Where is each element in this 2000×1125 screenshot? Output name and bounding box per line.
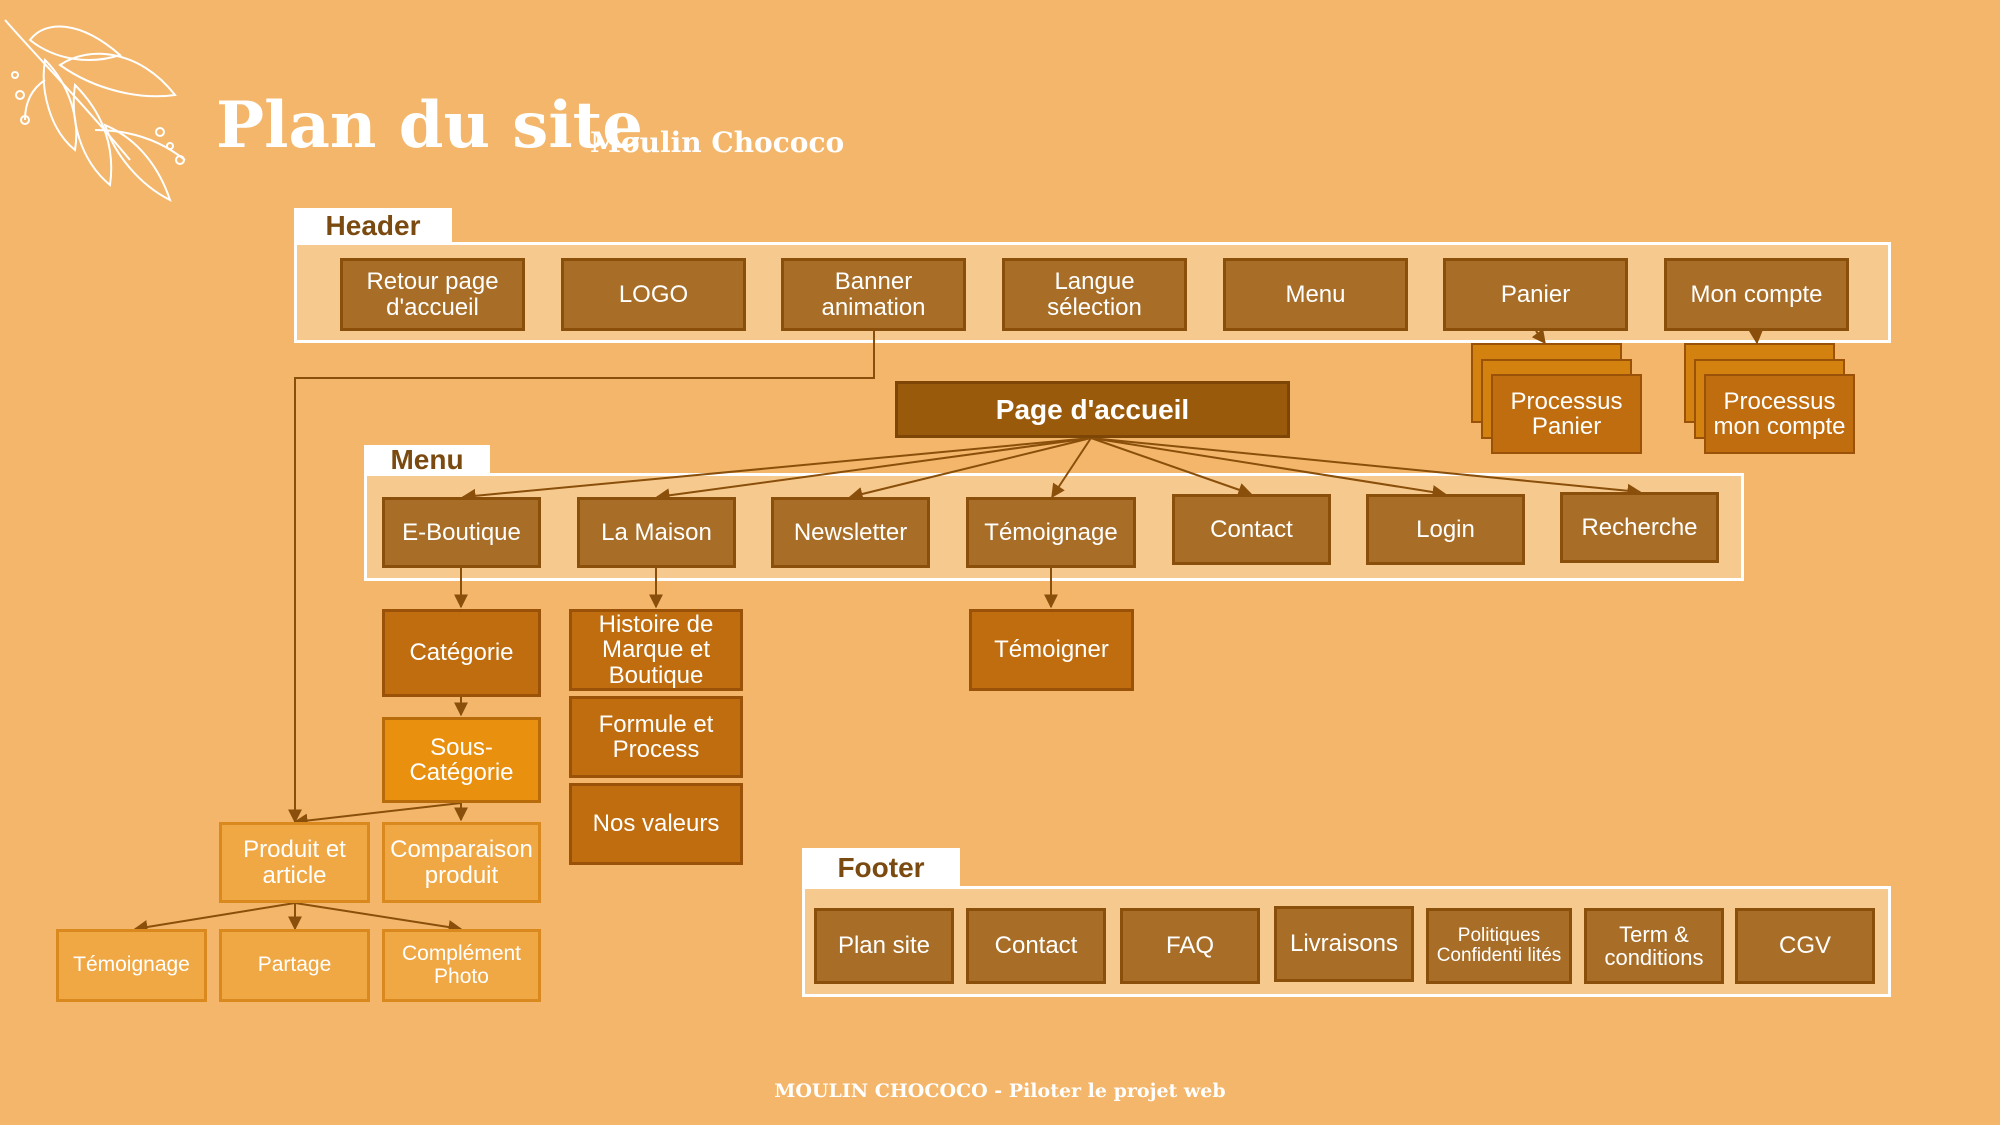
page-accueil-node[interactable]: Page d'accueil [895, 381, 1290, 438]
header-item-langue[interactable]: Langue sélection [1002, 258, 1187, 331]
footer-caption: MOULIN CHOCOCO - Piloter le projet web [0, 1080, 2000, 1102]
footer-item-cgv[interactable]: CGV [1735, 908, 1875, 984]
menu-item-newsletter[interactable]: Newsletter [771, 497, 930, 568]
temoigner-node[interactable]: Témoigner [969, 609, 1134, 691]
footer-item-terms[interactable]: Term & conditions [1584, 908, 1724, 984]
header-item-banner[interactable]: Banner animation [781, 258, 966, 331]
categorie-node[interactable]: Catégorie [382, 609, 541, 697]
header-item-mon-compte[interactable]: Mon compte [1664, 258, 1849, 331]
menu-item-login[interactable]: Login [1366, 494, 1525, 565]
formule-process-node[interactable]: Formule et Process [569, 696, 743, 778]
temoignage-produit-node[interactable]: Témoignage [56, 929, 207, 1002]
footer-item-faq[interactable]: FAQ [1120, 908, 1260, 984]
menu-item-e-boutique[interactable]: E-Boutique [382, 497, 541, 568]
processus-compte-node[interactable]: Processus mon compte [1704, 374, 1855, 454]
produit-article-node[interactable]: Produit et article [219, 822, 370, 903]
footer-item-politiques[interactable]: Politiques Confidenti lités [1426, 908, 1572, 984]
header-item-panier[interactable]: Panier [1443, 258, 1628, 331]
footer-item-contact[interactable]: Contact [966, 908, 1106, 984]
header-item-logo[interactable]: LOGO [561, 258, 746, 331]
partage-node[interactable]: Partage [219, 929, 370, 1002]
header-item-menu[interactable]: Menu [1223, 258, 1408, 331]
menu-item-la-maison[interactable]: La Maison [577, 497, 736, 568]
nos-valeurs-node[interactable]: Nos valeurs [569, 783, 743, 865]
complement-photo-node[interactable]: Complément Photo [382, 929, 541, 1002]
menu-item-temoignage[interactable]: Témoignage [966, 497, 1136, 568]
menu-item-recherche[interactable]: Recherche [1560, 492, 1719, 563]
comparaison-produit-node[interactable]: Comparaison produit [382, 822, 541, 903]
header-item-retour-accueil[interactable]: Retour page d'accueil [340, 258, 525, 331]
sous-categorie-node[interactable]: Sous-Catégorie [382, 717, 541, 803]
processus-panier-node[interactable]: Processus Panier [1491, 374, 1642, 454]
footer-item-plan-site[interactable]: Plan site [814, 908, 954, 984]
menu-item-contact[interactable]: Contact [1172, 494, 1331, 565]
histoire-marque-node[interactable]: Histoire de Marque et Boutique [569, 609, 743, 691]
footer-item-livraisons[interactable]: Livraisons [1274, 906, 1414, 982]
